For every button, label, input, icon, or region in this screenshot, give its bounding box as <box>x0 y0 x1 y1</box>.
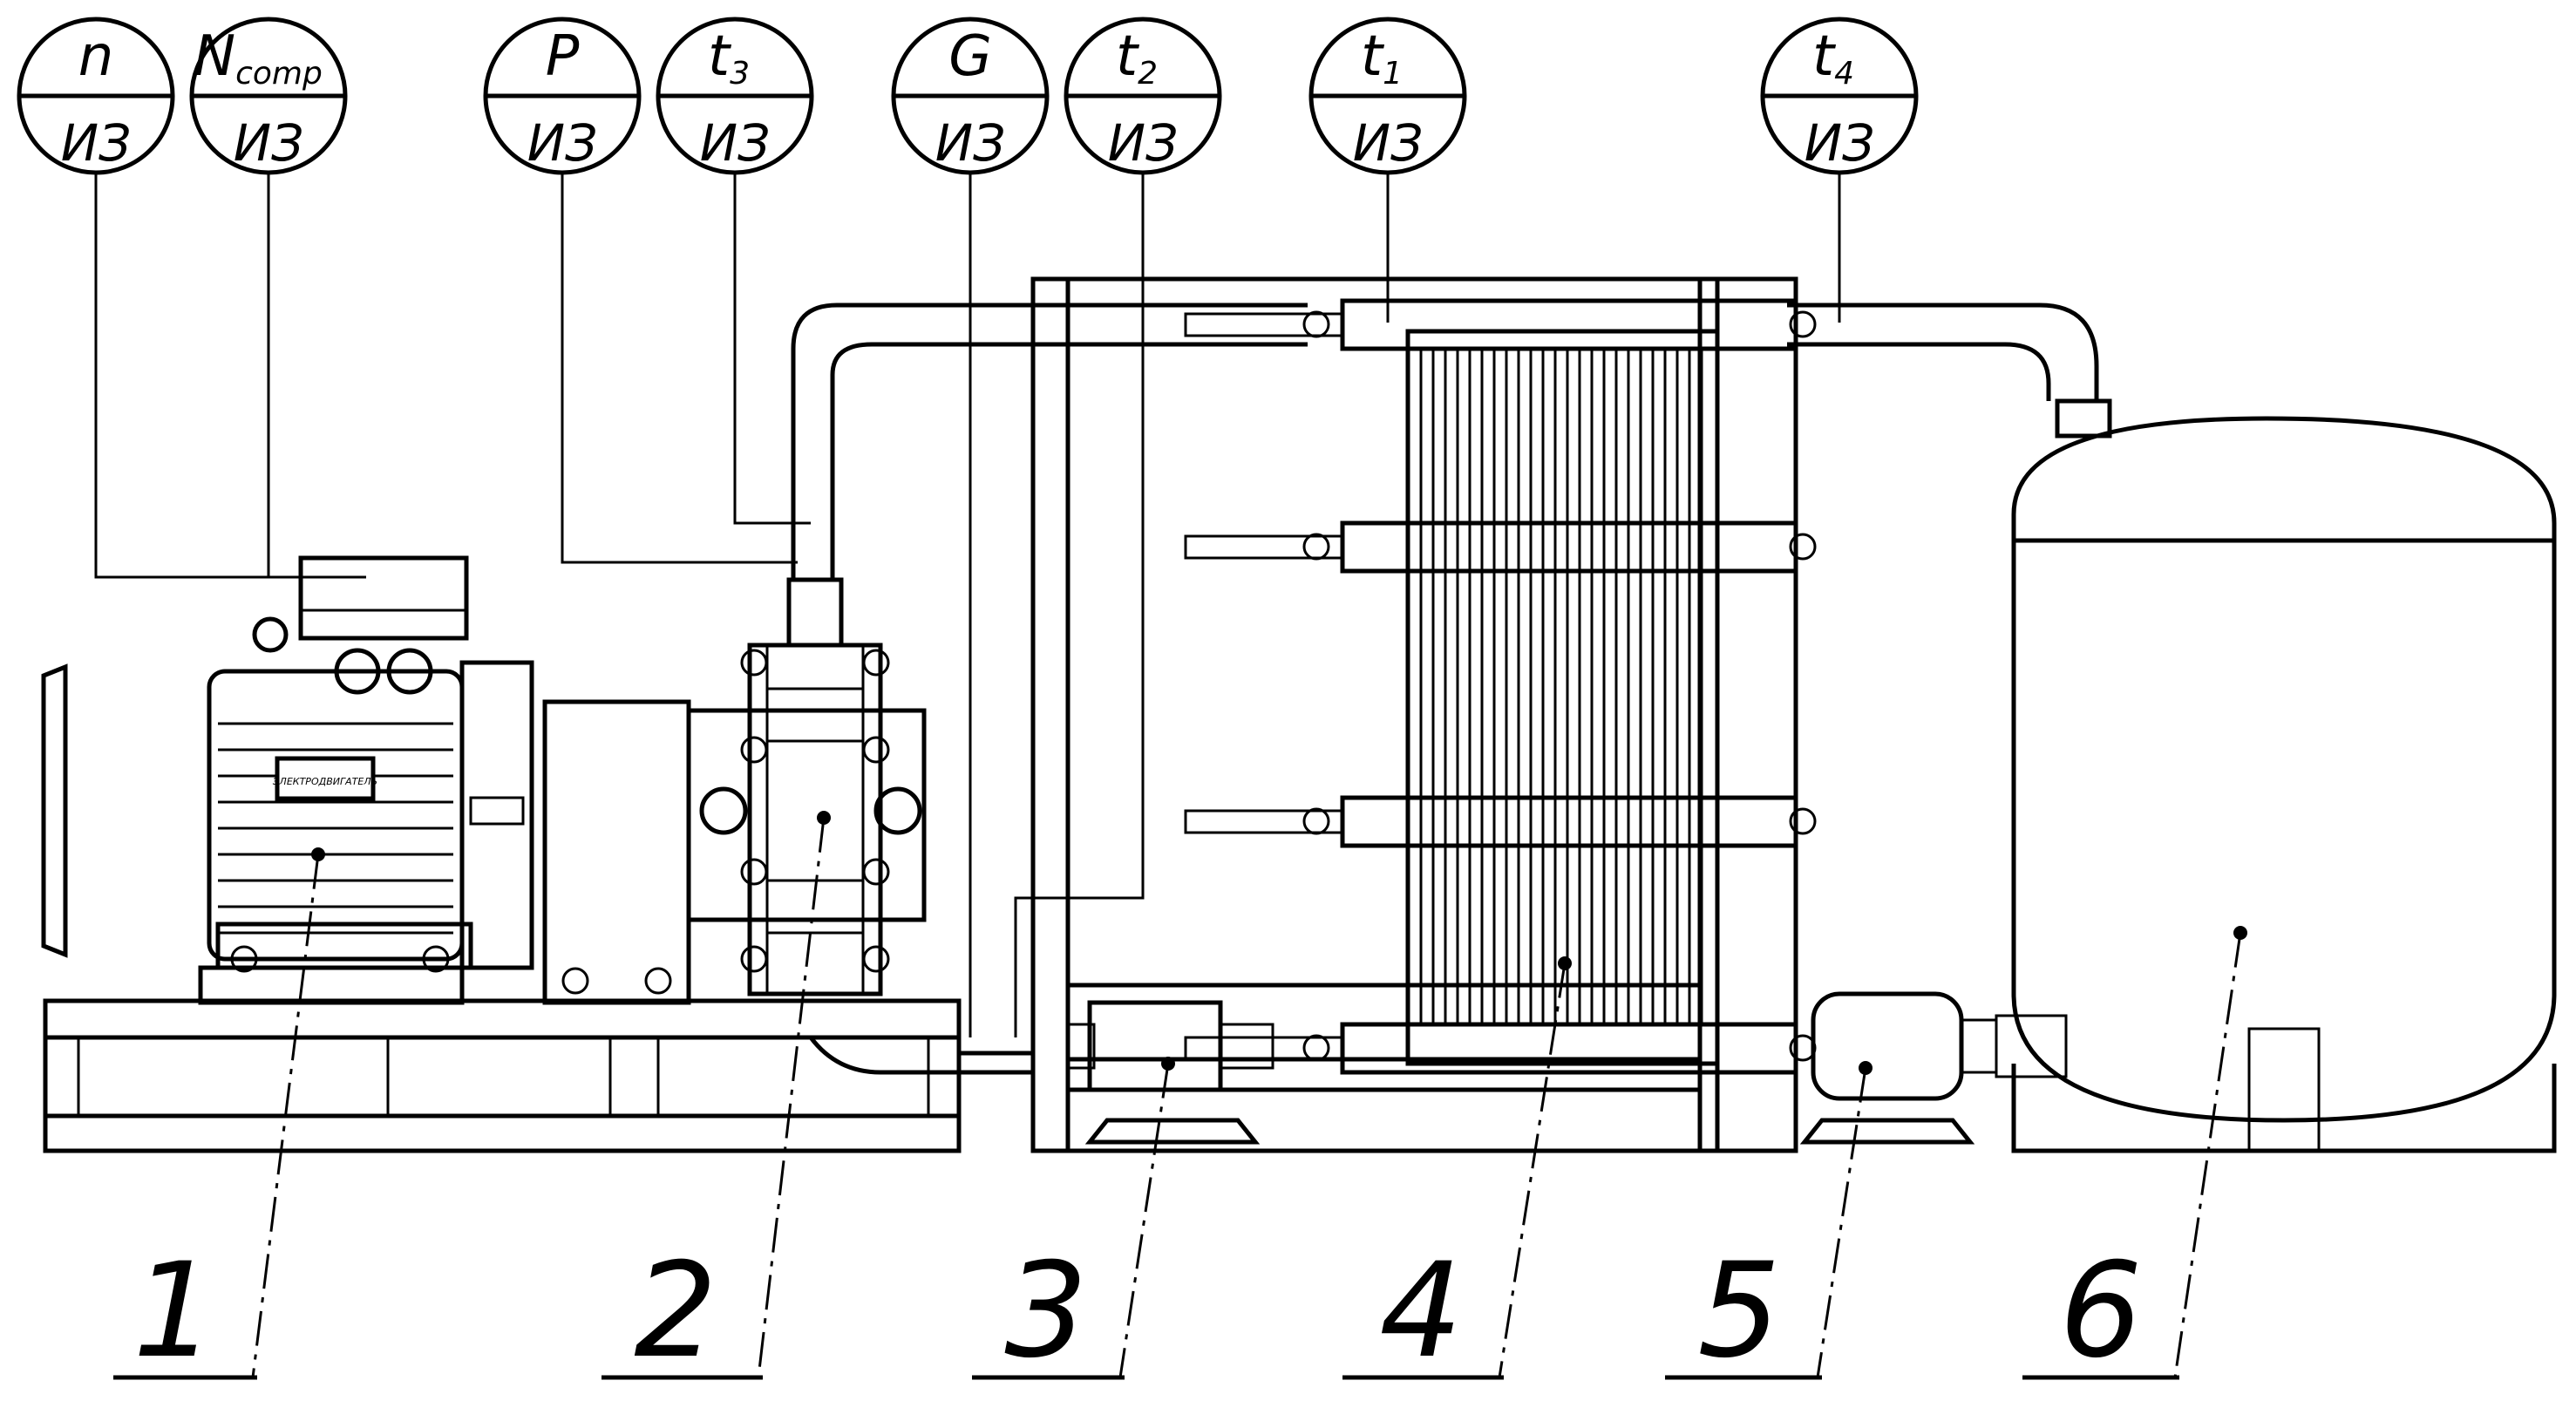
instrument-n-comp: Ncomp ИЗ <box>189 17 348 175</box>
instrument-t2-bottom: ИЗ <box>1108 113 1179 173</box>
instrument-t2-sub: 2 <box>1138 56 1158 92</box>
instrument-n: n ИЗ <box>17 17 175 175</box>
component-label-4: 4 <box>1379 1235 1462 1387</box>
leader-lines <box>251 817 2242 1378</box>
flowmeter <box>1066 1000 1274 1145</box>
component-labels: 1 2 3 4 5 6 <box>113 1235 2179 1387</box>
motor-nameplate: ЭЛЕКТРОДВИГАТЕЛЬ <box>272 776 377 787</box>
signal-lines <box>94 173 1841 1037</box>
component-label-6: 6 <box>2059 1235 2142 1387</box>
instrument-t3-sub: 3 <box>730 56 750 92</box>
instrument-t2-top: t <box>1116 24 1140 89</box>
instrument-p-bottom: ИЗ <box>527 113 598 173</box>
piping <box>791 303 2112 1075</box>
instrument-n-comp-top: N <box>194 24 235 89</box>
base-frame <box>43 998 962 1153</box>
instrument-t1-sub: 1 <box>1383 56 1403 92</box>
pump <box>542 577 927 1005</box>
instrument-t4-bottom: ИЗ <box>1805 113 1875 173</box>
instrument-t4: t4 ИЗ <box>1760 17 1919 175</box>
instrument-t1-top: t <box>1361 24 1385 89</box>
instrument-t3-top: t <box>708 24 732 89</box>
plate-heat-exchanger <box>1184 298 1817 1075</box>
instrument-n-comp-bottom: ИЗ <box>234 113 304 173</box>
instrument-t3: t3 ИЗ <box>656 17 814 175</box>
svg-text:t2: t2 <box>1116 24 1158 92</box>
component-label-5: 5 <box>1697 1235 1780 1387</box>
component-label-3: 3 <box>1004 1235 1087 1387</box>
svg-text:t1: t1 <box>1361 24 1403 92</box>
instrument-g-bottom: ИЗ <box>935 113 1006 173</box>
instrument-t4-sub: 4 <box>1834 56 1854 92</box>
svg-text:t4: t4 <box>1812 24 1854 92</box>
component-label-1: 1 <box>133 1235 215 1387</box>
electric-motor: ЭЛЕКТРОДВИГАТЕЛЬ <box>41 555 534 1005</box>
instrument-g-top: G <box>948 24 992 89</box>
tank <box>2011 416 2557 1153</box>
instrument-n-bottom: ИЗ <box>61 113 132 173</box>
stand-frame <box>1030 276 1798 1153</box>
svg-text:t3: t3 <box>708 24 750 92</box>
instrument-t4-top: t <box>1812 24 1837 89</box>
instrument-t2: t2 ИЗ <box>1064 17 1222 175</box>
instrument-t3-bottom: ИЗ <box>700 113 771 173</box>
component-label-2: 2 <box>634 1235 717 1387</box>
instrument-t1: t1 ИЗ <box>1308 17 1467 175</box>
instrument-n-comp-sub: comp <box>235 56 323 92</box>
instrument-t1-bottom: ИЗ <box>1353 113 1424 173</box>
instrument-g: G ИЗ <box>891 17 1050 175</box>
instrument-p-top: P <box>546 24 580 89</box>
svg-text:Ncomp: Ncomp <box>194 24 323 92</box>
instrument-p: P ИЗ <box>483 17 642 175</box>
circulation-pump <box>1799 991 2068 1145</box>
instrument-n-top: n <box>78 24 114 89</box>
